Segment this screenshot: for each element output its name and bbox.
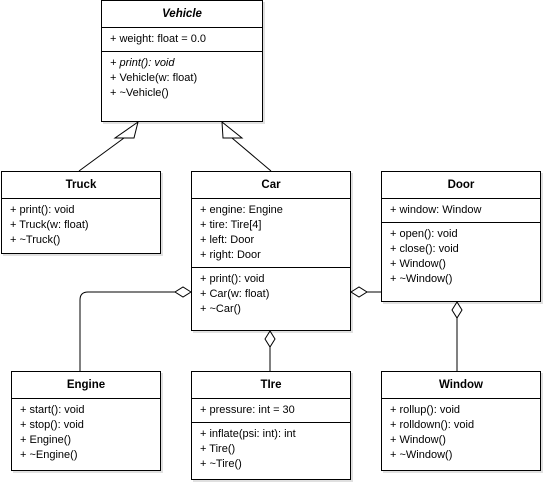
operation: + open(): void — [390, 228, 458, 240]
operation: + ~Vehicle() — [110, 87, 169, 99]
class-name: Engine — [12, 372, 160, 399]
class-name: TIre — [192, 372, 350, 399]
class-door: Door + window: Window + open(): void + c… — [381, 171, 541, 302]
attributes-compartment: + engine: Engine + tire: Tire[4] + left:… — [192, 199, 350, 268]
attribute: + right: Door — [200, 249, 261, 261]
operations-compartment: + start(): void + stop(): void + Engine(… — [12, 399, 160, 467]
attribute: + tire: Tire[4] — [200, 219, 262, 231]
operation: + Vehicle(w: float) — [110, 72, 198, 84]
operation: + print(): void — [10, 204, 75, 216]
operation: + stop(): void — [20, 419, 84, 431]
aggregation-diamond-icon — [174, 286, 192, 298]
inheritance-arrowhead-icon — [113, 120, 139, 139]
operation: + Truck(w: float) — [10, 219, 89, 231]
operation: + print(): void — [110, 57, 175, 69]
operation: + Window() — [390, 434, 446, 446]
class-name: Car — [192, 172, 350, 199]
class-name: Window — [382, 372, 540, 399]
attributes-compartment: + window: Window — [382, 199, 540, 223]
class-tire: TIre + pressure: int = 30 + inflate(psi:… — [191, 371, 351, 480]
class-truck: Truck + print(): void + Truck(w: float) … — [1, 171, 161, 254]
operation: + Engine() — [20, 434, 72, 446]
class-vehicle: Vehicle + weight: float = 0.0 + print():… — [101, 0, 263, 122]
class-name: Door — [382, 172, 540, 199]
class-engine: Engine + start(): void + stop(): void + … — [11, 371, 161, 471]
attribute: + weight: float = 0.0 — [110, 33, 207, 45]
operations-compartment: + print(): void + Car(w: float) + ~Car() — [192, 268, 350, 321]
class-car: Car + engine: Engine + tire: Tire[4] + l… — [191, 171, 351, 331]
operations-compartment: + print(): void + Vehicle(w: float) + ~V… — [102, 52, 262, 105]
aggregation-diamond-icon — [451, 301, 463, 319]
operations-compartment: + print(): void + Truck(w: float) + ~Tru… — [2, 199, 160, 252]
attribute: + window: Window — [390, 204, 482, 216]
aggregation-diamond-icon — [264, 330, 276, 348]
attribute: + left: Door — [200, 234, 255, 246]
operation: + Window() — [390, 258, 446, 270]
operation: + ~Tire() — [200, 458, 242, 470]
operation: + ~Car() — [200, 303, 241, 315]
generalization-car-vehicle — [231, 137, 272, 172]
operations-compartment: + rollup(): void + rolldown(): void + Wi… — [382, 399, 540, 467]
operation: + Tire() — [200, 443, 236, 455]
attribute: + pressure: int = 30 — [200, 404, 295, 416]
generalization-truck-vehicle — [78, 137, 125, 172]
operation: + ~Window() — [390, 449, 453, 461]
aggregation-car-engine — [79, 291, 175, 371]
class-name: Truck — [2, 172, 160, 199]
attributes-compartment: + weight: float = 0.0 — [102, 28, 262, 52]
operation: + close(): void — [390, 243, 459, 255]
operation: + ~Window() — [390, 273, 453, 285]
operation: + inflate(psi: int): int — [200, 428, 296, 440]
class-name: Vehicle — [102, 1, 262, 28]
operation: + Car(w: float) — [200, 288, 270, 300]
operations-compartment: + open(): void + close(): void + Window(… — [382, 223, 540, 291]
class-window: Window + rollup(): void + rolldown(): vo… — [381, 371, 541, 471]
inheritance-arrowhead-icon — [221, 120, 244, 139]
operation: + print(): void — [200, 273, 265, 285]
aggregation-diamond-icon — [350, 286, 368, 298]
operations-compartment: + inflate(psi: int): int + Tire() + ~Tir… — [192, 423, 350, 476]
operation: + ~Truck() — [10, 234, 61, 246]
operation: + rolldown(): void — [390, 419, 475, 431]
attributes-compartment: + pressure: int = 30 — [192, 399, 350, 423]
attribute: + engine: Engine — [200, 204, 283, 216]
operation: + rollup(): void — [390, 404, 461, 416]
operation: + ~Engine() — [20, 449, 78, 461]
operation: + start(): void — [20, 404, 85, 416]
